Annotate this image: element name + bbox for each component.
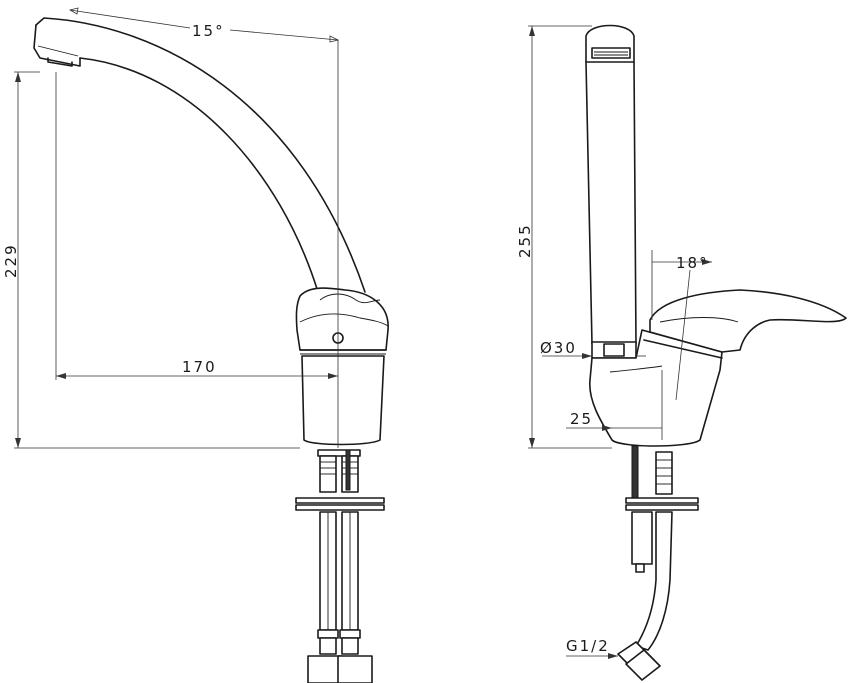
side-view: 255 18° Ø30 25 G1/2 [516, 24, 847, 681]
dim-offset [566, 370, 663, 440]
spout-angle-label: 15° [192, 22, 225, 40]
aerator-head [33, 24, 81, 67]
dim-spout-angle [68, 7, 340, 43]
body-cap [295, 287, 389, 351]
height-left-label: 229 [2, 243, 20, 278]
reach-label: 170 [182, 358, 217, 376]
body-cylinder [301, 355, 385, 446]
spout-inner-line [79, 57, 319, 293]
diameter-label: Ø30 [540, 339, 577, 357]
spout-outline [35, 17, 366, 293]
front-view: 15° 229 170 [2, 7, 389, 683]
supply-hoses [295, 449, 385, 683]
lever-handle [649, 289, 847, 353]
side-supply [617, 445, 699, 681]
lever-angle-label: 18° [676, 254, 709, 272]
dim-lever-angle [651, 250, 712, 401]
offset-label: 25 [570, 410, 593, 428]
dim-height-left [14, 71, 300, 449]
spout-column [585, 61, 637, 345]
height-right-label: 255 [516, 223, 534, 258]
dim-height-right [528, 25, 612, 449]
dim-diameter [542, 353, 646, 359]
side-body [589, 329, 723, 447]
thread-leader [566, 653, 618, 659]
dim-reach [55, 40, 339, 448]
thread-label: G1/2 [566, 637, 610, 655]
